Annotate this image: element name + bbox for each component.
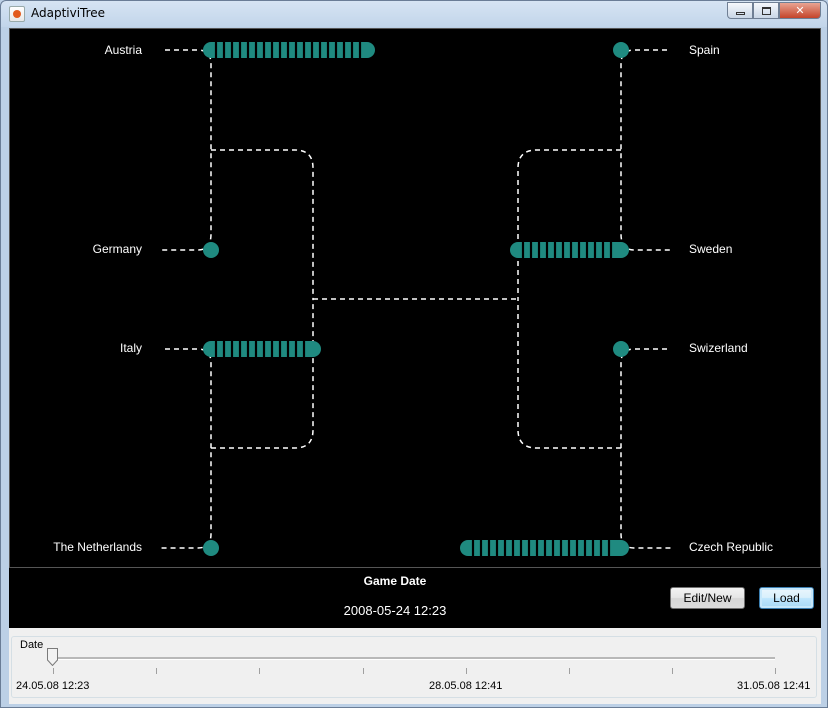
slider-tick: [569, 668, 570, 674]
spain-node[interactable]: [613, 42, 629, 58]
date-legend: Date: [18, 639, 46, 651]
slider-tick: [466, 668, 467, 674]
game-date-title: Game Date: [363, 574, 427, 588]
bracket-line-austria: [160, 49, 212, 251]
team-label-austria: Austria: [104, 43, 142, 57]
bracket-line-right-bottom-semi: [517, 299, 621, 449]
bracket-canvas: Austria Germany Italy The Netherlands Sp…: [9, 28, 821, 568]
edit-new-button[interactable]: Edit/New: [670, 587, 745, 609]
bracket-line-spain: [620, 49, 672, 251]
minimize-icon: [735, 12, 745, 15]
bracket-line-left-bottom-semi: [211, 299, 314, 449]
date-end-label: 31.05.08 12:41: [737, 680, 811, 692]
bracket-line-italy: [160, 348, 212, 549]
netherlands-node[interactable]: [203, 540, 219, 556]
close-button[interactable]: ✕: [779, 2, 821, 19]
germany-node[interactable]: [203, 242, 219, 258]
maximize-icon: [761, 6, 771, 15]
slider-tick: [775, 668, 776, 674]
minimize-button[interactable]: [727, 2, 753, 19]
bracket-svg: [160, 42, 672, 556]
slider-tick: [363, 668, 364, 674]
date-panel: Date 24.05.08 12:23 28.05.08 12:41 31.05…: [9, 628, 821, 704]
java-cup-icon: [9, 6, 25, 22]
slider-tick: [672, 668, 673, 674]
slider-tick: [156, 668, 157, 674]
window-controls: ✕: [727, 2, 821, 20]
date-group-box: Date: [11, 636, 817, 698]
game-date-panel: Game Date 2008-05-24 12:23 Edit/New Load: [9, 568, 821, 628]
team-label-spain: Spain: [689, 43, 720, 57]
close-icon: ✕: [795, 4, 805, 17]
progress-stripes: [214, 42, 613, 556]
bracket-line-right-top-semi: [517, 149, 621, 299]
window-title: AdaptiviTree: [31, 6, 106, 20]
team-label-germany: Germany: [92, 242, 142, 256]
slider-tick: [53, 668, 54, 674]
team-label-netherlands: The Netherlands: [53, 540, 142, 554]
team-label-czech-republic: Czech Republic: [689, 540, 774, 554]
date-start-label: 24.05.08 12:23: [16, 680, 90, 692]
team-label-italy: Italy: [119, 341, 142, 355]
game-date-value: 2008-05-24 12:23: [343, 603, 447, 618]
team-label-swizerland: Swizerland: [689, 341, 748, 355]
date-slider-track[interactable]: [53, 657, 775, 660]
maximize-button[interactable]: [753, 2, 779, 19]
load-button[interactable]: Load: [759, 587, 814, 609]
bracket-line-swizerland: [620, 348, 672, 549]
team-label-sweden: Sweden: [689, 242, 733, 256]
slider-tick: [259, 668, 260, 674]
swizerland-node[interactable]: [613, 341, 629, 357]
date-mid-label: 28.05.08 12:41: [429, 680, 503, 692]
date-slider-thumb[interactable]: [47, 648, 58, 666]
title-bar: AdaptiviTree ✕: [1, 1, 827, 28]
bracket-line-left-top-semi: [211, 149, 314, 299]
